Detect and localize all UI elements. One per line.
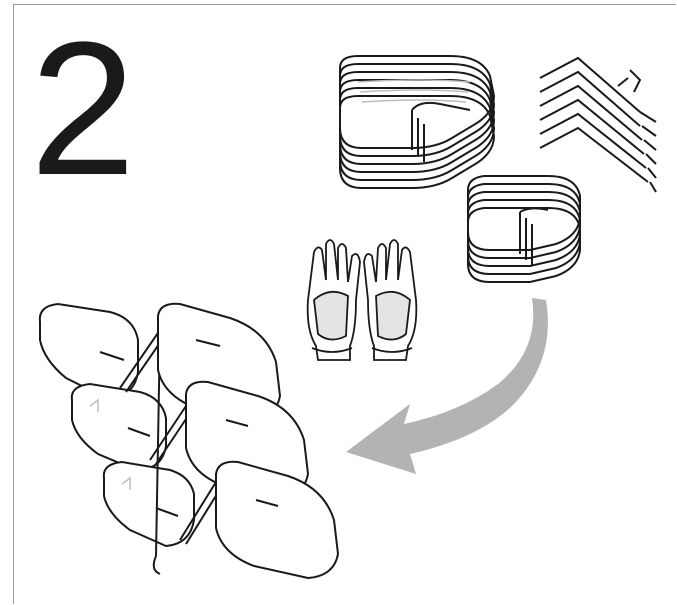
gloves-icon	[308, 240, 417, 360]
stacked-seat-frames-small-icon	[468, 176, 580, 282]
brackets-icon	[540, 58, 656, 192]
stacked-seat-frames-large-icon	[340, 56, 494, 188]
assembled-rack-icon	[40, 304, 338, 578]
